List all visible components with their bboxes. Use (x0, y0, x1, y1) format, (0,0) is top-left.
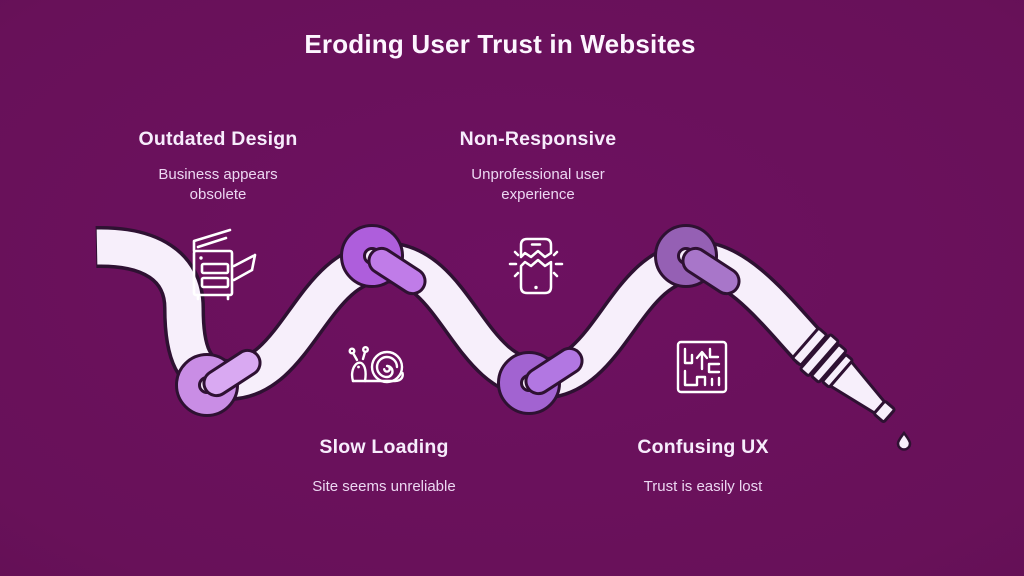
droplet (896, 430, 912, 451)
snail-shell-spiral (375, 355, 399, 379)
maze-border (676, 340, 728, 394)
hose-nozzle (791, 327, 896, 423)
nozzle-rib (799, 333, 840, 377)
snail-icon (348, 346, 404, 384)
phone-impact-lines-left (508, 250, 520, 278)
maze-wall (710, 376, 721, 387)
copier-drawer (200, 262, 230, 275)
snail-antenna-tip (348, 347, 356, 355)
maze-wall (707, 362, 721, 374)
phone-home-button (534, 285, 538, 290)
copier-body (192, 249, 234, 297)
copier-lid (192, 228, 232, 253)
copier-lid-edge (196, 236, 228, 249)
knot-2 (340, 224, 427, 296)
maze-wall (683, 369, 707, 387)
knot-4 (654, 224, 741, 296)
nozzle-rib (810, 343, 848, 384)
knot-4-capsule (681, 246, 741, 296)
item-heading-confusing-ux: Confusing UX (637, 436, 769, 458)
snail-foot (351, 371, 404, 383)
item-description-outdated-design: Business appears obsolete (158, 166, 278, 203)
broken-phone-icon (508, 237, 564, 295)
knot-1 (175, 348, 262, 417)
page-title: Eroding User Trust in Websites (304, 29, 696, 59)
snail-eye (357, 365, 360, 369)
maze-wall (708, 347, 720, 359)
knot-1-capsule (202, 348, 262, 398)
knot-2-capsule (367, 246, 427, 296)
nozzle-rib (791, 327, 828, 367)
copier-feet (196, 293, 230, 301)
item-description-non-responsive: Unprofessional user experience (471, 166, 605, 203)
item-heading-slow-loading: Slow Loading (319, 436, 449, 458)
maze-wall (683, 347, 694, 365)
item-heading-outdated-design: Outdated Design (138, 128, 298, 150)
phone-impact-lines-right (552, 250, 564, 278)
knot-3-capsule (524, 346, 584, 396)
phone-bottom-half (519, 258, 553, 295)
snail-antenna-tip (361, 346, 369, 354)
maze-arrow (695, 350, 709, 371)
phone-top-half (519, 237, 553, 259)
maze-icon (676, 340, 728, 394)
item-heading-non-responsive: Non-Responsive (459, 128, 617, 150)
copier-light (199, 256, 203, 260)
item-description-slow-loading: Site seems unreliable (312, 478, 456, 495)
knot-3 (497, 346, 584, 415)
nozzle-tip (873, 400, 896, 423)
copier-drawer (200, 276, 230, 289)
snail-head (350, 361, 367, 383)
copier-icon (192, 228, 257, 301)
item-description-confusing-ux: Trust is easily lost (643, 478, 763, 495)
snail-antennae (351, 350, 367, 362)
copier-tray (232, 253, 257, 282)
